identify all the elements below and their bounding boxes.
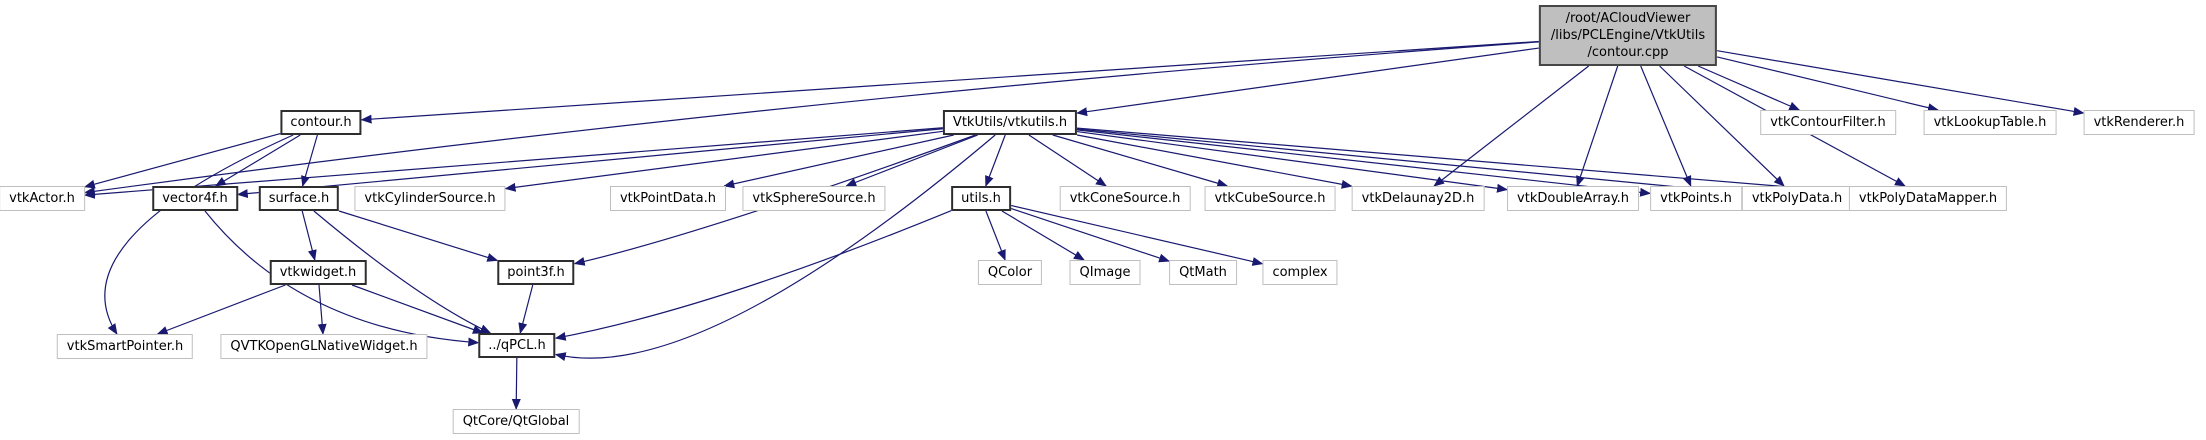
graph-node-vtklookuptable-h: vtkLookupTable.h (1923, 110, 2057, 135)
edge-vtkutils_h-to-utils (985, 134, 1006, 187)
graph-node-surface-h[interactable]: surface.h (258, 186, 340, 211)
graph-node-qcolor: QColor (977, 260, 1043, 285)
graph-node-vtkrenderer-h: vtkRenderer.h (2083, 110, 2195, 135)
edge-vtkwidget-to-vtksmartpointer (156, 284, 286, 335)
edge-contour_h-to-vtkactor (83, 132, 281, 189)
edge-utils-to-qtmath (1010, 207, 1171, 263)
edge-vtkutils_h-to-vtkpolydata (1077, 128, 1743, 197)
graph-node-vtkcubesource-h: vtkCubeSource.h (1204, 186, 1336, 211)
edge-vtkutils_h-to-vtkconesource (1028, 134, 1107, 187)
edge-vtkutils_h-to-qpcl (554, 134, 996, 362)
edge-vtkutils_h-to-vtkpoints (1077, 129, 1652, 197)
edge-contour_cpp-to-vtkrenderer (1717, 50, 2085, 116)
edge-vtkwidget-to-qpcl (351, 284, 484, 334)
edge-vtkutils_h-to-vtkactor (83, 127, 943, 199)
graph-node-point3f-h[interactable]: point3f.h (497, 260, 575, 285)
edge-contour_cpp-to-contour_h (360, 40, 1539, 124)
graph-node-vector4f-h[interactable]: vector4f.h (152, 186, 238, 211)
edge-vtkutils_h-to-vtkdoublearray (1076, 130, 1509, 193)
edge-surface-to-point3f (338, 210, 499, 262)
edge-contour_cpp-to-vtkutils_h (1076, 47, 1539, 117)
edge-vtkwidget-to-qvtkopenglnativewidget (317, 284, 327, 335)
graph-node-contour-h[interactable]: contour.h (280, 110, 362, 135)
graph-node-contour-cpp: /root/ACloudViewer /libs/PCLEngine/VtkUt… (1538, 5, 1718, 66)
graph-node-vtkpolydatamapper-h: vtkPolyDataMapper.h (1848, 186, 2008, 211)
edge-qpcl-to-qtcoreqtglobal (511, 357, 521, 410)
graph-node-vtkpoints-h: vtkPoints.h (1650, 186, 1742, 211)
graph-node-vtkpointdata-h: vtkPointData.h (609, 186, 727, 211)
graph-node-qimage: QImage (1069, 260, 1141, 285)
edge-contour_cpp-to-vtkcontourfilter (1697, 65, 1801, 111)
graph-node-vtkdelaunay2d-h: vtkDelaunay2D.h (1351, 186, 1485, 211)
edge-utils-to-qimage (1001, 210, 1085, 261)
edge-vtkutils_h-to-vtkspheresource (845, 134, 978, 187)
edge-vtkutils_h-to-vtkpolydatamapper (1077, 127, 1850, 196)
edge-contour_cpp-to-vtkpolydata (1659, 65, 1785, 187)
graph-node-vtkcontourfilter-h: vtkContourFilter.h (1760, 110, 1896, 135)
graph-node-vtkactor-h: vtkActor.h (0, 186, 85, 211)
edge-surface-to-vtkwidget (301, 210, 317, 261)
edge-contour_h-to-vtksmartpointer (104, 134, 294, 335)
edge-utils-to-qcolor (985, 210, 1006, 261)
edge-vtkutils_h-to-vtkdelaunay2d (1076, 134, 1353, 189)
edge-surface-to-qpcl (313, 210, 492, 334)
graph-node-qtmath: QtMath (1169, 260, 1237, 285)
graph-node-complex: complex (1262, 260, 1338, 285)
edge-point3f-to-qpcl (518, 284, 534, 334)
edge-vtkutils_h-to-vector4f (236, 128, 943, 199)
edge-vtkutils_h-to-vtkpointdata (723, 134, 954, 189)
graph-node-vtkdoublearray-h: vtkDoubleArray.h (1507, 186, 1639, 211)
edge-contour_h-to-vector4f (214, 134, 301, 187)
edge-vtkutils_h-to-point3f (573, 134, 976, 266)
graph-node-vtkspheresource-h: vtkSphereSource.h (742, 186, 886, 211)
edge-contour_cpp-to-vtkpoints (1640, 65, 1692, 187)
graph-node-vtkconesource-h: vtkConeSource.h (1059, 186, 1191, 211)
graph-node-qvtkopenglnativewidget-h: QVTKOpenGLNativeWidget.h (220, 334, 428, 359)
edge-vtkutils_h-to-vtkcylindersource (504, 130, 944, 192)
edge-contour_cpp-to-vtkactor (83, 41, 1539, 196)
graph-node-vtkwidget-h[interactable]: vtkwidget.h (269, 260, 367, 285)
edge-utils-to-qpcl (554, 210, 952, 341)
graph-node-vtksmartpointer-h: vtkSmartPointer.h (56, 334, 194, 359)
graph-node-utils-h[interactable]: utils.h (951, 186, 1011, 211)
graph-node-vtkutils-h[interactable]: VtkUtils/vtkutils.h (942, 110, 1078, 135)
graph-node-qpcl-h[interactable]: ../qPCL.h (478, 333, 556, 358)
edge-utils-to-complex (1010, 204, 1264, 266)
graph-node-vtkcylindersource-h: vtkCylinderSource.h (354, 186, 506, 211)
graph-node-vtkpolydata-h: vtkPolyData.h (1741, 186, 1853, 211)
edge-vtkutils_h-to-vtkcubesource (1052, 134, 1229, 188)
graph-node-qtcore-qtglobal: QtCore/QtGlobal (452, 409, 580, 434)
edge-contour_cpp-to-vtklookuptable (1716, 56, 1939, 113)
edge-contour_cpp-to-vtkdoublearray (1576, 65, 1619, 187)
